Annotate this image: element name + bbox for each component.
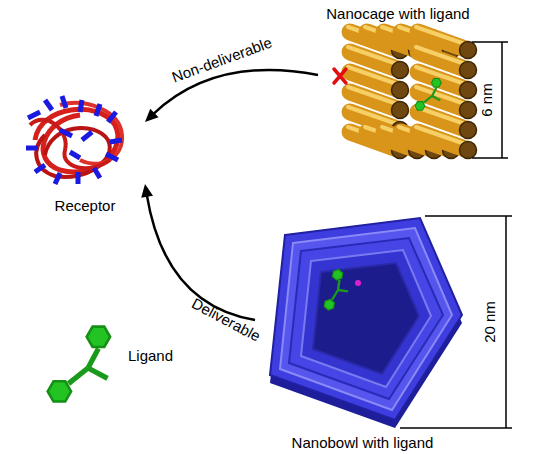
dimension-label: 6 nm xyxy=(478,83,496,116)
nanobowl-illustration xyxy=(270,218,462,428)
nanocage-node: Nanocage with ligand xyxy=(318,5,478,190)
nanobowl-node: Nanobowl with ligand xyxy=(255,212,470,452)
dimension-bracket xyxy=(400,42,512,428)
dimension-label: 20 nm xyxy=(481,301,499,343)
nanocage-illustration xyxy=(348,27,477,159)
receptor-illustration xyxy=(26,96,122,184)
receptor-node: Receptor xyxy=(25,92,145,215)
node-title: Receptor xyxy=(55,197,116,215)
node-title: Nanocage with ligand xyxy=(326,5,469,23)
legend-label: Ligand xyxy=(128,347,173,365)
edge-label: Non-deliverable xyxy=(170,34,275,87)
ligand-symbol xyxy=(48,327,110,402)
edge-label: Deliverable xyxy=(189,294,264,345)
blocked-mark xyxy=(334,69,346,83)
node-title: Nanobowl with ligand xyxy=(292,434,434,452)
connector-arrow xyxy=(145,70,318,122)
